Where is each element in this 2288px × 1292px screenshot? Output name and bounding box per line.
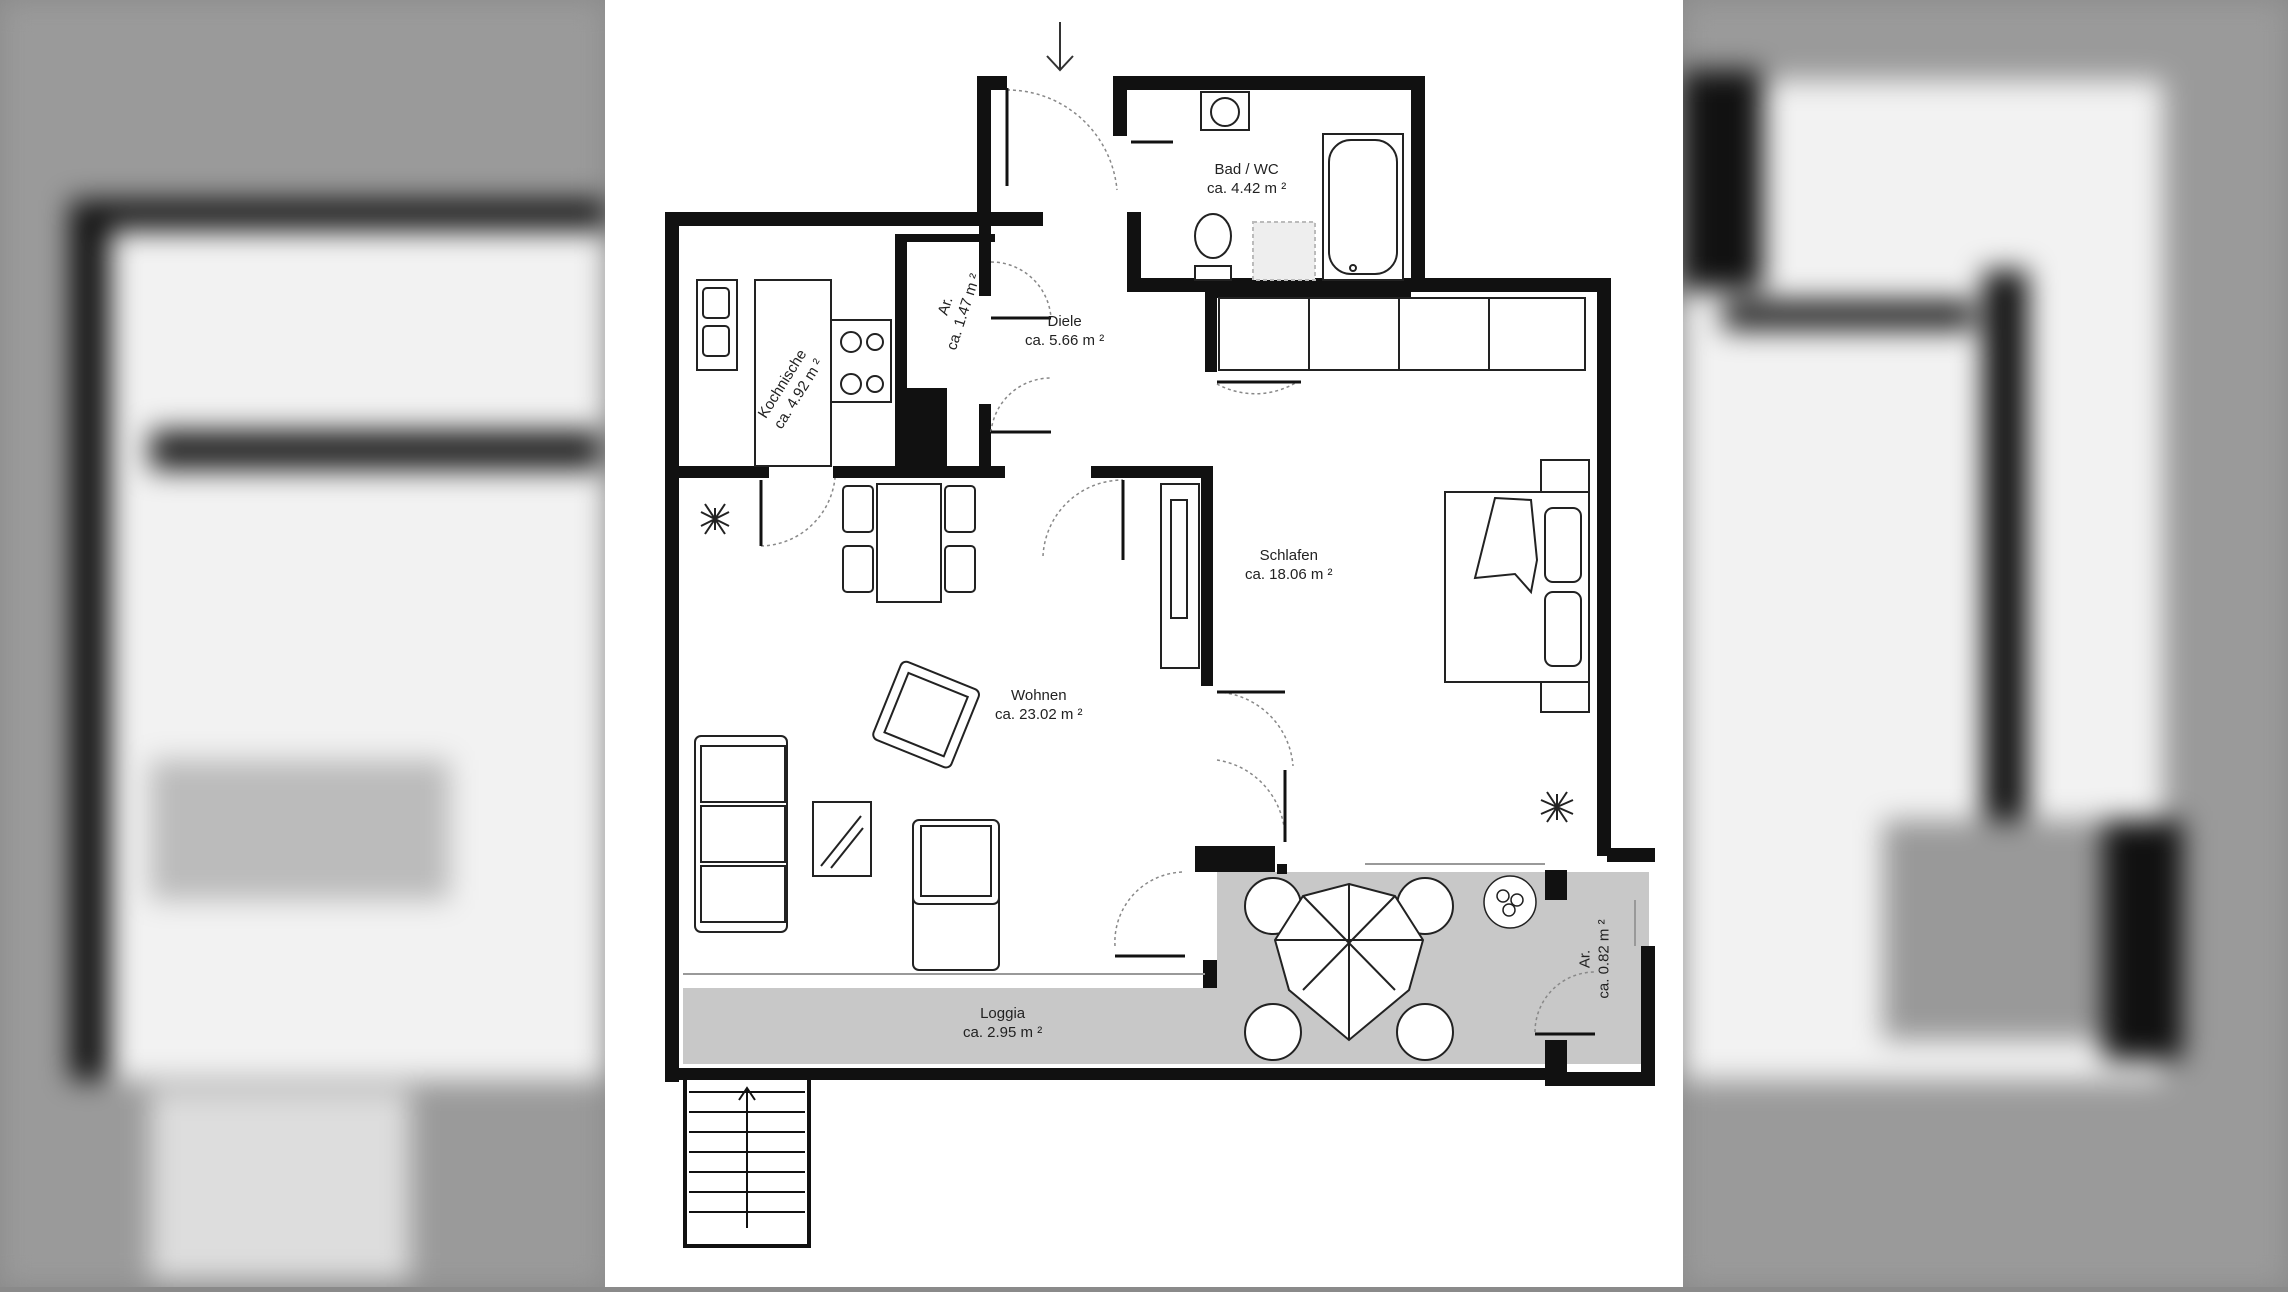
room-name: Bad / WC (1214, 161, 1279, 178)
room-area: ca. 23.02 m ² (995, 706, 1083, 723)
floor-plan-drawing (665, 22, 1655, 1248)
bed (1444, 459, 1590, 713)
tv-cabinet (1160, 483, 1200, 669)
stairs (683, 1068, 811, 1248)
doors (760, 89, 1596, 1033)
entrance-arrow-icon (1046, 22, 1074, 72)
dining-table (842, 483, 976, 603)
room-label-loggia: Loggia ca. 2.95 m ² (963, 1004, 1042, 1042)
room-label-ar2: Ar. ca. 0.82 m ² (1576, 919, 1614, 998)
patio-umbrella-table (1244, 877, 1454, 1061)
room-name: Ar. (1576, 949, 1594, 969)
room-area: ca. 5.66 m ² (1025, 332, 1105, 349)
bathroom-fixtures (1194, 91, 1404, 281)
plant-icon (700, 503, 730, 535)
door-leaves (683, 88, 1636, 1036)
room-area: ca. 2.95 m ² (963, 1024, 1043, 1041)
wardrobes (1218, 297, 1586, 371)
plant-icon-bedroom (1540, 791, 1574, 823)
room-label-wohnen: Wohnen ca. 23.02 m ² (995, 686, 1083, 724)
sofa (694, 735, 788, 933)
kitchen-fixtures (696, 279, 892, 467)
room-name: Loggia (980, 1005, 1026, 1022)
room-area: ca. 0.82 m ² (1595, 919, 1613, 999)
room-name: Diele (1047, 313, 1082, 330)
armchair (912, 819, 1000, 971)
blurred-backdrop-right (1683, 0, 2288, 1287)
room-label-diele: Diele ca. 5.66 m ² (1025, 312, 1104, 350)
room-label-bad: Bad / WC ca. 4.42 m ² (1207, 160, 1286, 198)
blurred-backdrop-left (0, 0, 605, 1287)
room-label-schlafen: Schlafen ca. 18.06 m ² (1245, 546, 1333, 584)
room-area: ca. 4.42 m ² (1207, 180, 1287, 197)
floor-plan-panel: Bad / WC ca. 4.42 m ² Ar. ca. 1.47 m ² D… (605, 0, 1683, 1287)
room-name: Wohnen (1010, 687, 1067, 704)
loggia-floor (683, 988, 1649, 1064)
room-area: ca. 18.06 m ² (1245, 566, 1333, 583)
potted-plant-icon (1483, 875, 1537, 929)
room-name: Schlafen (1259, 547, 1318, 564)
coffee-table (812, 801, 872, 877)
armchair-rotated (872, 660, 980, 769)
walls (665, 76, 1655, 1086)
